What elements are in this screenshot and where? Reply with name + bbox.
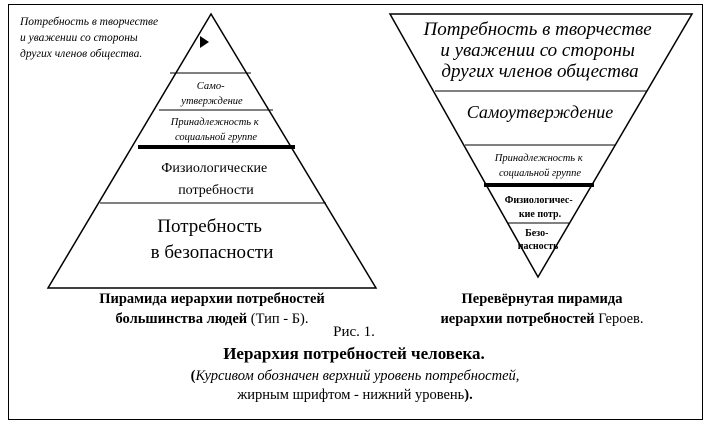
right-caption-line-2: иерархии потребностей Героев. [392, 309, 692, 329]
left-level-phys-line-2: потребности [178, 183, 254, 198]
figure-label: Рис. 1. [333, 324, 375, 340]
figure-frame [8, 4, 703, 420]
right-level-creative-line-2: и уважении со стороны [440, 40, 635, 61]
arrow-icon [200, 36, 209, 48]
right-caption-line-1: Перевёрнутая пирамида [461, 291, 623, 307]
right-caption-bold-2: иерархии потребностей [440, 311, 595, 327]
left-level-belong-line-1: Принадлежность к [170, 117, 259, 128]
left-level-self-line-2: утверждение [180, 96, 243, 107]
right-level-belong-line-1: Принадлежность к [494, 153, 583, 164]
left-level-phys-line-1: Физиологические [161, 161, 267, 176]
note-close-paren: ). [464, 387, 473, 403]
svg-text:Физиологические потребно: Физиологические потребности [161, 161, 270, 198]
right-level-phys-line-2: кие потр. [519, 209, 562, 220]
left-caption: Пирамида иерархии потребностей большинст… [44, 289, 380, 329]
svg-text:Потребность в безопаснос: Потребность в безопасности [151, 216, 274, 263]
left-top-note-line-3: других членов общества. [20, 48, 142, 60]
figure-note: (Курсивом обозначен верхний уровень потр… [130, 367, 580, 405]
left-pyramid-outline [46, 12, 378, 289]
right-pyramid: Потребность в творчестве и уважении со с… [388, 13, 694, 279]
svg-text:Безо- пасность: Безо- пасность [518, 228, 559, 252]
left-level-self-line-1: Само- [197, 81, 225, 92]
right-caption: Перевёрнутая пирамида иерархии потребнос… [392, 289, 692, 329]
left-pyramid: Потребность в творчестве и уважении со с… [19, 12, 378, 289]
figure-title: Иерархия потребностей человека. [223, 344, 485, 363]
left-level-belong-line-2: социальной группе [175, 132, 257, 143]
right-level-creative-line-3: других членов общества [441, 61, 638, 82]
svg-text:Физиологичес- кие потр.: Физиологичес- кие потр. [505, 195, 575, 220]
svg-text:Потребность в творчестве: Потребность в творчестве и уважении со с… [423, 19, 657, 82]
right-level-belong-line-2: социальной группе [499, 168, 581, 179]
figure-note-line-2: жирным шрифтом - нижний уровень). [130, 386, 580, 405]
right-level-safety-line-1: Безо- [525, 228, 548, 239]
svg-text:Принадлежность к социаль: Принадлежность к социальной группе [170, 117, 262, 143]
right-level-creative-line-1: Потребность в творчестве [423, 19, 652, 40]
left-caption-line-2: большинства людей (Тип - Б). [44, 309, 380, 329]
left-level-safety-line-2: в безопасности [151, 242, 274, 263]
left-caption-bold-2: большинства людей [115, 311, 248, 327]
left-top-note-line-1: Потребность в творчестве [19, 16, 158, 28]
right-level-safety-line-2: пасность [518, 241, 559, 252]
note-italic-text: Курсивом обозначен верхний уровень потре… [195, 368, 520, 384]
left-caption-plain-2: (Тип - Б). [247, 311, 309, 327]
left-level-safety-line-1: Потребность [157, 216, 262, 237]
svg-text:Само- утверждение: Само- утверждение [180, 81, 243, 107]
left-caption-line-1: Пирамида иерархии потребностей [99, 291, 325, 307]
left-top-note-line-2: и уважении со стороны [20, 32, 138, 44]
svg-text:Потребность в творчестве: Потребность в творчестве и уважении со с… [19, 16, 161, 60]
note-open-paren: ( [190, 368, 196, 384]
svg-text:Принадлежность к социаль: Принадлежность к социальной группе [494, 153, 586, 179]
right-caption-plain-2: Героев. [594, 311, 644, 327]
right-level-phys-line-1: Физиологичес- [505, 195, 573, 206]
note-line-2-text: жирным шрифтом - нижний уровень [237, 387, 465, 403]
right-level-self: Самоутверждение [467, 102, 614, 122]
figure-note-line-1: (Курсивом обозначен верхний уровень потр… [130, 367, 580, 386]
